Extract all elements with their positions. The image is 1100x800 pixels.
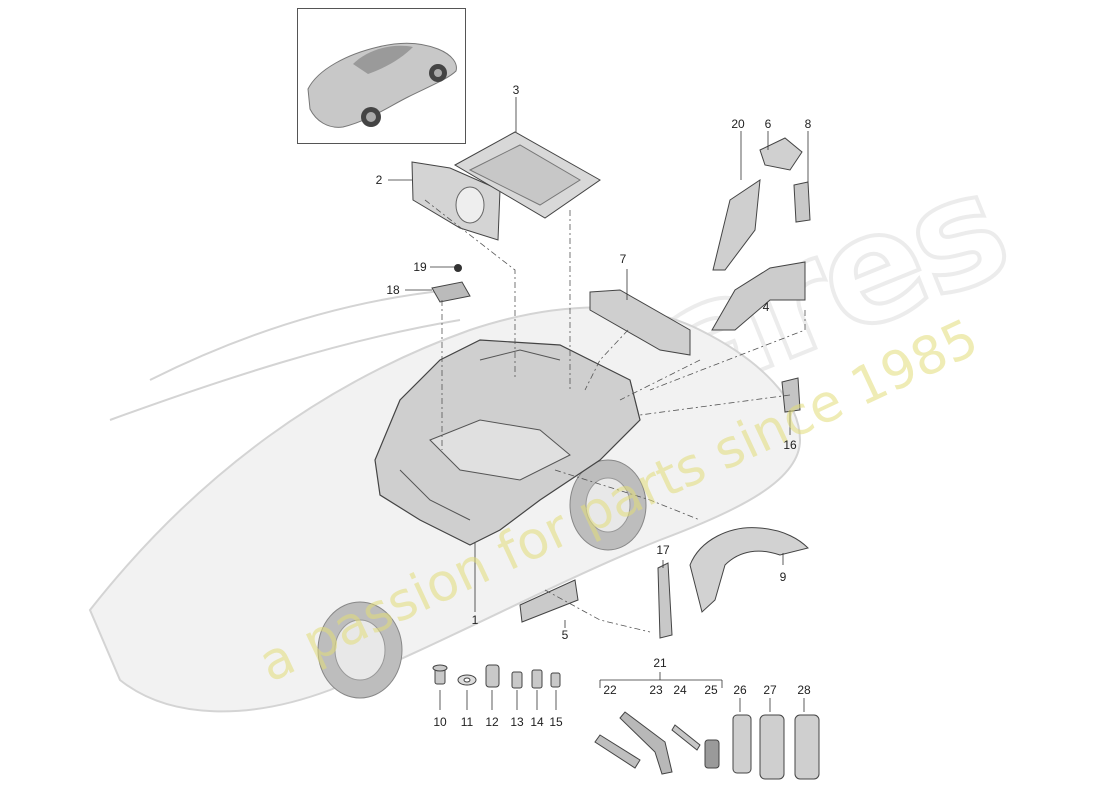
- callout-17: 17: [656, 543, 670, 557]
- callout-8: 8: [804, 117, 812, 131]
- callout-14: 14: [530, 715, 544, 729]
- callout-19: 19: [413, 260, 427, 274]
- callout-4: 4: [762, 300, 770, 314]
- part-18-19-bracket: [431, 264, 471, 303]
- front-wheel: [317, 601, 403, 699]
- part-2-panel: [411, 161, 501, 241]
- callout-1: 1: [471, 613, 479, 627]
- part-3-floor-panel: [453, 131, 601, 219]
- callout-11: 11: [460, 715, 474, 729]
- thumbnail-car-image: [307, 42, 457, 128]
- callout-7: 7: [619, 252, 627, 266]
- callout-6: 6: [764, 117, 772, 131]
- callout-23: 23: [649, 683, 663, 697]
- callout-lines: [388, 97, 809, 712]
- dash-leaders: [424, 199, 806, 633]
- part-20-inner-panel: [712, 178, 761, 271]
- callout-12: 12: [485, 715, 499, 729]
- vehicle-thumbnail: [297, 8, 466, 144]
- parts-10-15-hardware: [432, 664, 561, 689]
- callout-13: 13: [510, 715, 524, 729]
- callout-20: 20: [731, 117, 745, 131]
- part-17-pillar: [657, 562, 673, 639]
- callout-18: 18: [386, 283, 400, 297]
- part-9-wheel-arch: [689, 527, 809, 613]
- part-6-plate: [759, 137, 803, 171]
- callout-22: 22: [603, 683, 617, 697]
- rear-wheel: [569, 459, 647, 551]
- callout-3: 3: [512, 83, 520, 97]
- part-7-crossmember: [589, 289, 691, 356]
- callout-21: 21: [653, 656, 667, 670]
- part-8-bracket: [793, 181, 811, 223]
- callout-15: 15: [549, 715, 563, 729]
- callout-28: 28: [797, 683, 811, 697]
- callout-2: 2: [375, 173, 383, 187]
- callout-9: 9: [779, 570, 787, 584]
- part-16-bracket: [781, 377, 801, 413]
- callout-16: 16: [783, 438, 797, 452]
- callout-25: 25: [704, 683, 718, 697]
- parts-22-28-tools: [594, 711, 820, 780]
- callout-10: 10: [433, 715, 447, 729]
- part-1-rear-body: [374, 339, 641, 546]
- callout-26: 26: [733, 683, 747, 697]
- part-4-inner-wheel-arch: [711, 261, 806, 331]
- part-5-sill: [519, 579, 579, 623]
- callout-27: 27: [763, 683, 777, 697]
- callout-5: 5: [561, 628, 569, 642]
- callout-24: 24: [673, 683, 687, 697]
